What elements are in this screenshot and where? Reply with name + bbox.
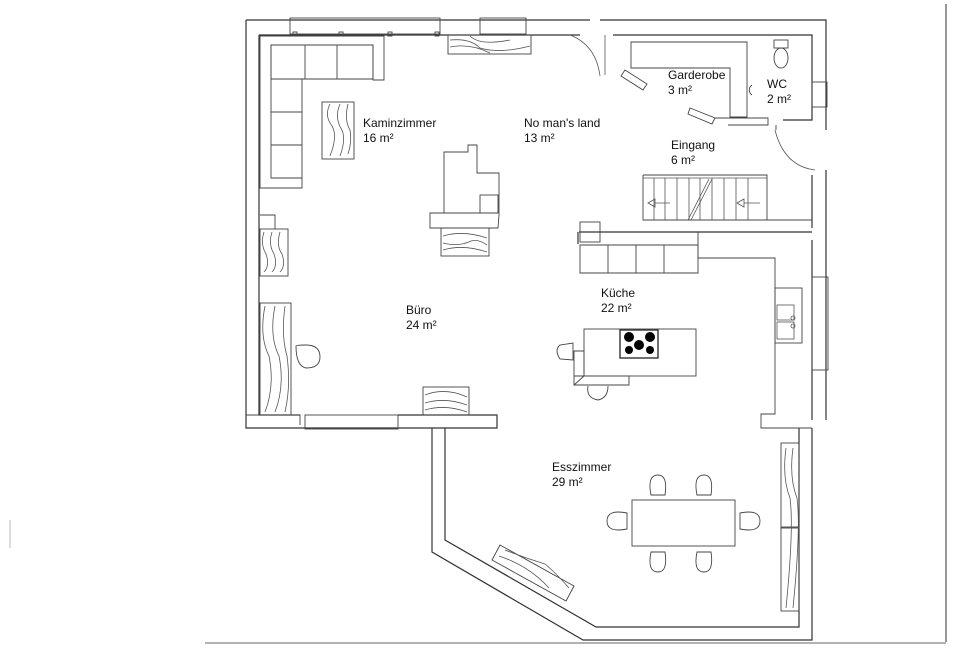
room-area: 16 m²	[363, 131, 394, 145]
dining-table-icon	[606, 474, 761, 573]
sideboard-top-icon	[447, 34, 532, 55]
kitchen-sink-icon	[774, 287, 803, 344]
kitchen-counter-icon	[577, 221, 812, 429]
room-label-garderobe: Garderobe 3 m²	[668, 68, 725, 98]
kitchen-island-icon	[556, 328, 697, 401]
sideboard-buero-icon	[422, 386, 470, 416]
room-area: 13 m²	[524, 131, 555, 145]
room-label-buero: Büro 24 m²	[406, 303, 437, 333]
room-name: Küche	[601, 286, 636, 300]
room-name: Esszimmer	[552, 460, 612, 474]
door-swing-icon	[569, 34, 601, 77]
room-label-eingang: Eingang 6 m²	[671, 138, 715, 168]
room-name: Eingang	[671, 138, 716, 152]
room-label-no-mans-land: No man's land 13 m²	[524, 116, 600, 146]
room-name: No man's land	[524, 116, 601, 130]
room-area: 2 m²	[767, 92, 791, 106]
desk-icon	[259, 228, 321, 416]
window-top-middle	[479, 17, 527, 35]
corner-sofa-icon	[259, 35, 385, 189]
kitchen-window	[811, 276, 829, 371]
entrance-door-swing-icon	[774, 129, 816, 171]
room-label-wc: WC 2 m²	[767, 77, 791, 107]
exterior-walls	[245, 19, 827, 641]
room-area: 29 m²	[552, 475, 583, 489]
room-area: 6 m²	[671, 153, 695, 167]
window-buero	[304, 414, 399, 430]
wc-sink-icon	[748, 84, 753, 96]
dining-sideboard-icon	[780, 442, 800, 612]
fireplace-icon	[429, 144, 500, 257]
window-top-left	[289, 17, 441, 37]
room-name: Garderobe	[668, 68, 726, 82]
room-area: 3 m²	[668, 83, 692, 97]
wc-window	[811, 81, 828, 108]
room-name: Kaminzimmer	[363, 116, 437, 130]
coffee-table-icon	[321, 101, 355, 160]
wardrobe-icon	[620, 41, 769, 126]
sideboard-grain	[424, 391, 468, 413]
toilet-icon	[773, 39, 789, 69]
room-name: WC	[767, 77, 787, 91]
room-area: 22 m²	[601, 301, 632, 315]
interior-wall	[398, 414, 498, 429]
room-label-kaminzimmer: Kaminzimmer 16 m²	[363, 116, 436, 146]
room-label-esszimmer: Esszimmer 29 m²	[552, 460, 611, 490]
buero-wall-stub	[246, 214, 301, 425]
room-label-kueche: Küche 22 m²	[601, 286, 635, 316]
room-name: Büro	[406, 303, 432, 317]
staircase-icon	[642, 174, 812, 221]
bay-sideboard-icon	[491, 544, 575, 602]
room-area: 24 m²	[406, 318, 437, 332]
